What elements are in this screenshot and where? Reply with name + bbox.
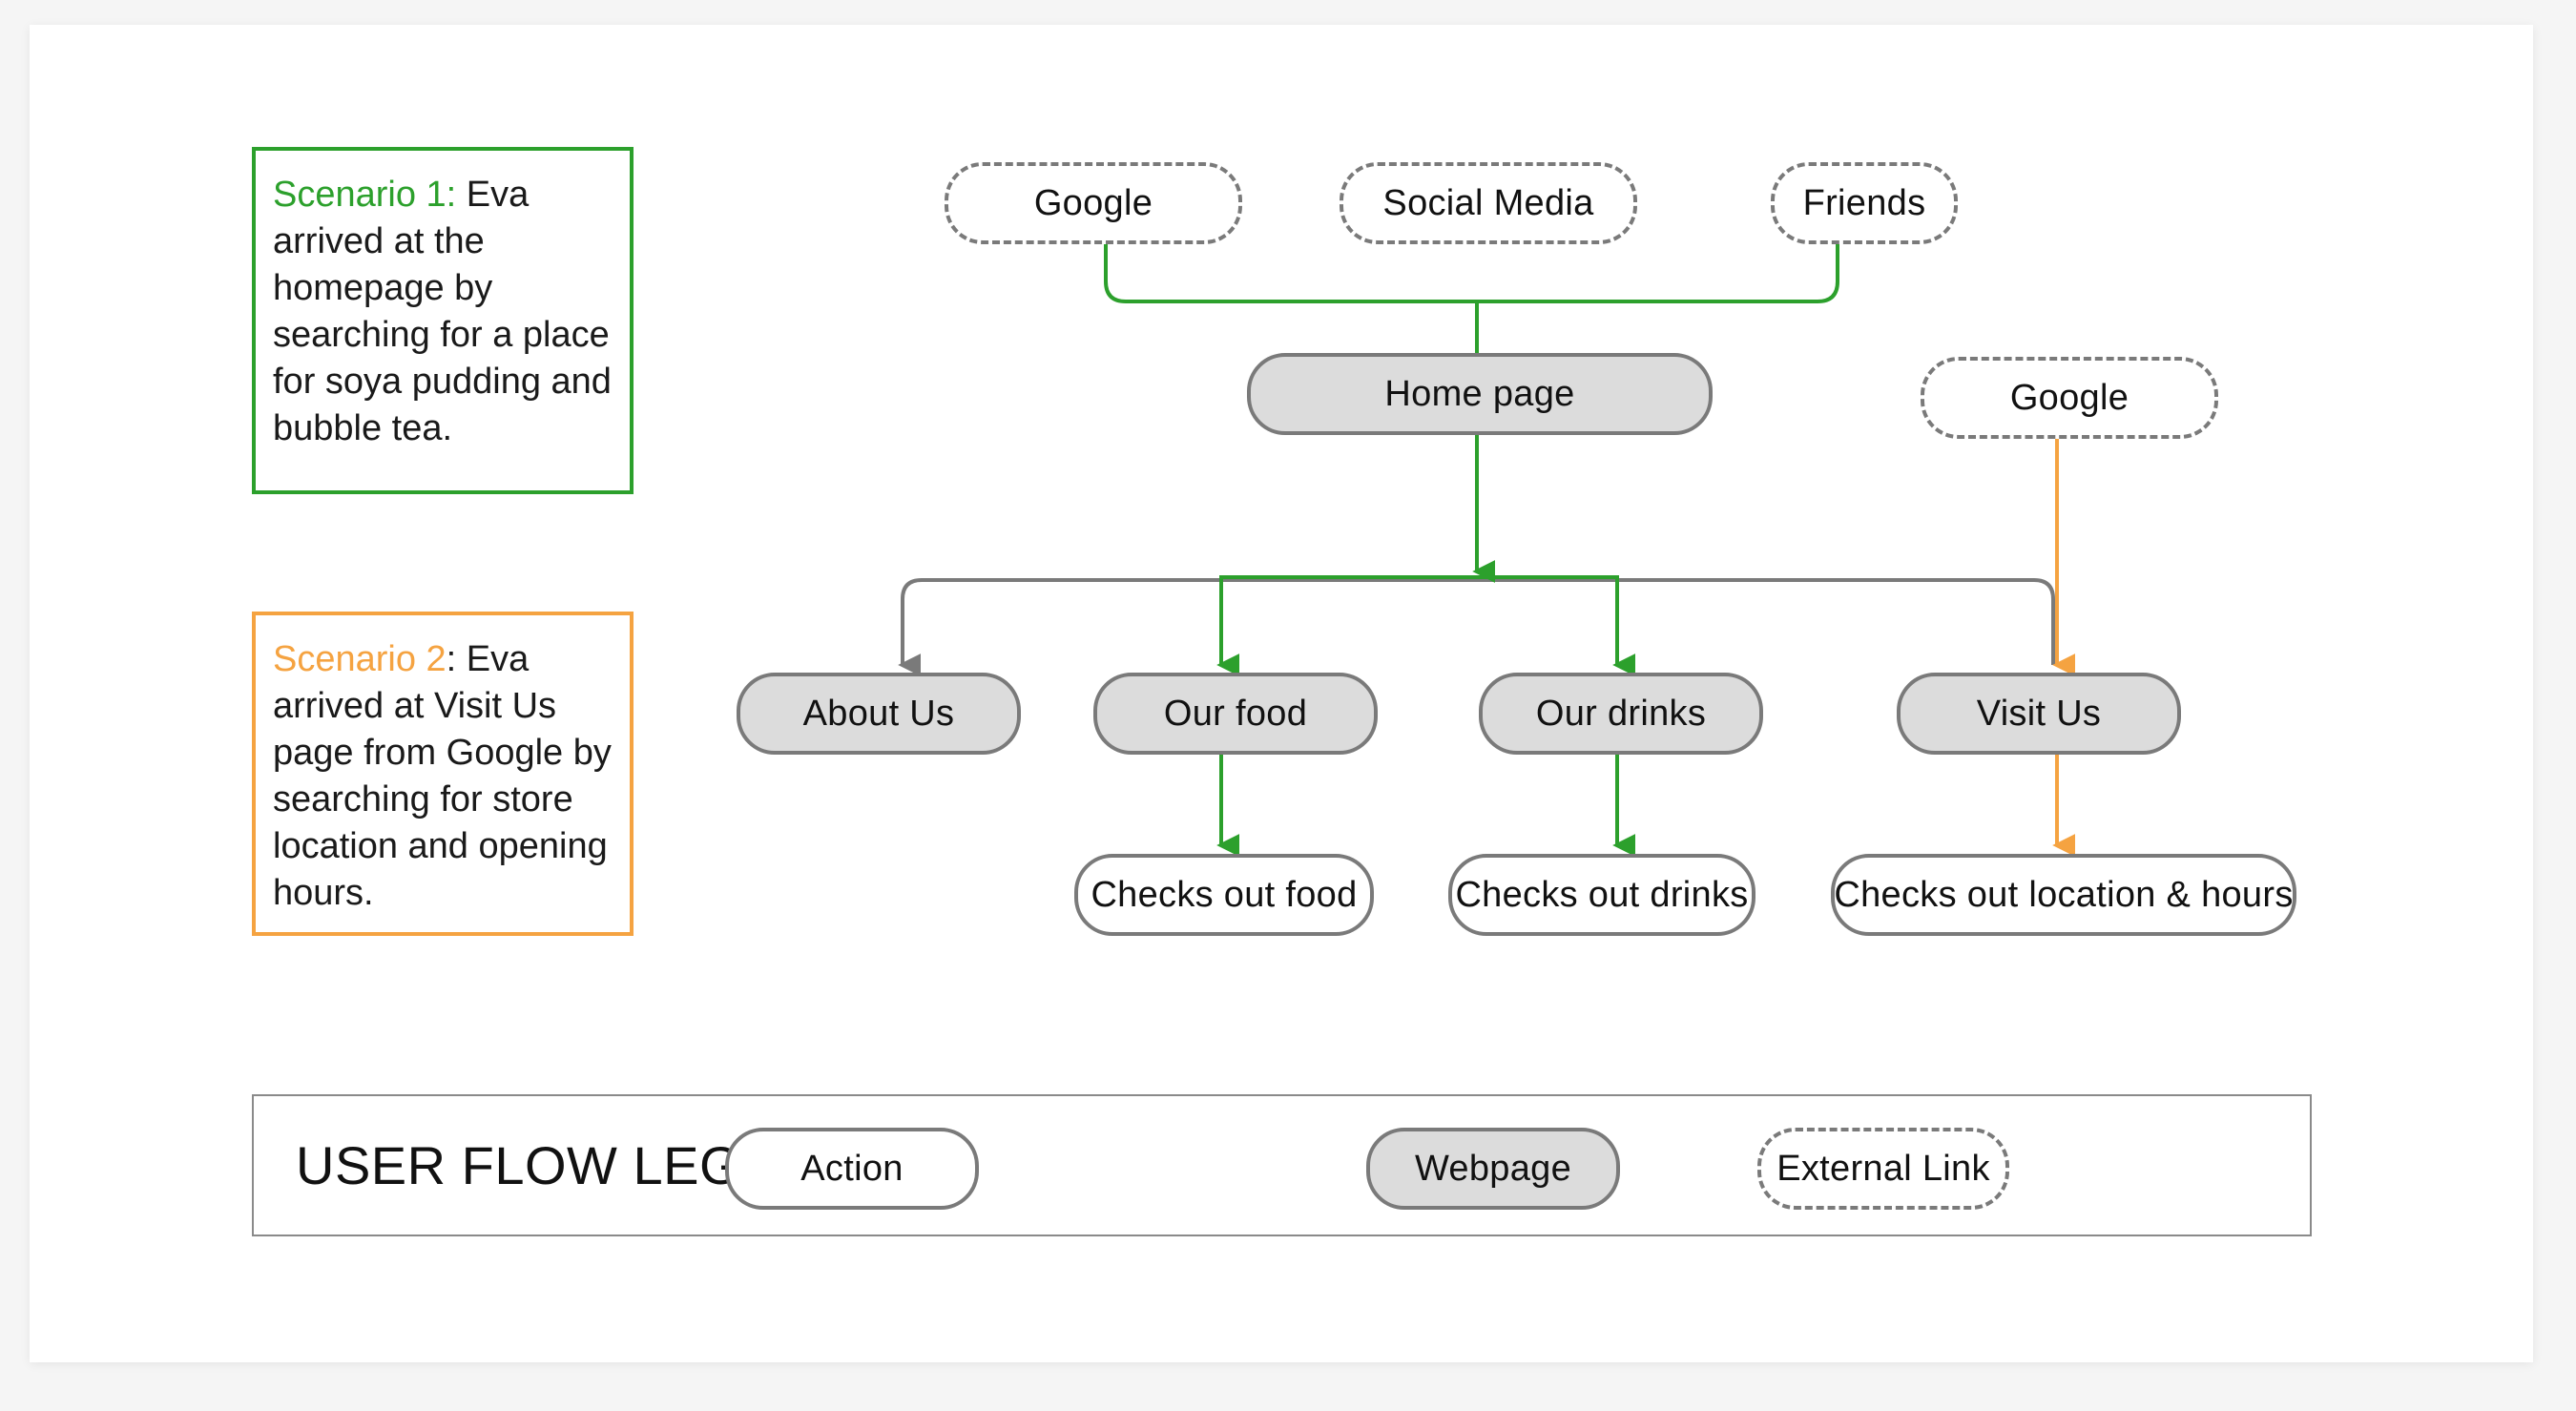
legend-webpage-sample: Webpage xyxy=(1366,1128,1620,1210)
node-external-google-visit: Google xyxy=(1921,357,2218,439)
scenario-2-text: : Eva arrived at Visit Us page from Goog… xyxy=(273,639,612,913)
node-webpage-about-us: About Us xyxy=(737,673,1021,755)
legend-external-link-sample: External Link xyxy=(1757,1128,2009,1210)
node-external-friends: Friends xyxy=(1771,162,1958,244)
legend-action-sample: Action xyxy=(725,1128,979,1210)
scenario-1-text: Eva arrived at the homepage by searching… xyxy=(273,175,612,448)
node-external-social-media: Social Media xyxy=(1340,162,1637,244)
scenario-1-label: Scenario 1: xyxy=(273,175,457,215)
scenario-2-label: Scenario 2 xyxy=(273,639,447,679)
node-webpage-visit-us: Visit Us xyxy=(1897,673,2181,755)
node-webpage-home: Home page xyxy=(1247,353,1713,435)
node-action-checks-food: Checks out food xyxy=(1074,854,1374,936)
node-webpage-our-drinks: Our drinks xyxy=(1479,673,1763,755)
node-action-checks-location: Checks out location & hours xyxy=(1831,854,2296,936)
scenario-1-note: Scenario 1: Eva arrived at the homepage … xyxy=(252,147,634,494)
node-action-checks-drinks: Checks out drinks xyxy=(1448,854,1755,936)
node-external-google: Google xyxy=(945,162,1242,244)
node-webpage-our-food: Our food xyxy=(1093,673,1378,755)
scenario-2-note: Scenario 2: Eva arrived at Visit Us page… xyxy=(252,612,634,936)
